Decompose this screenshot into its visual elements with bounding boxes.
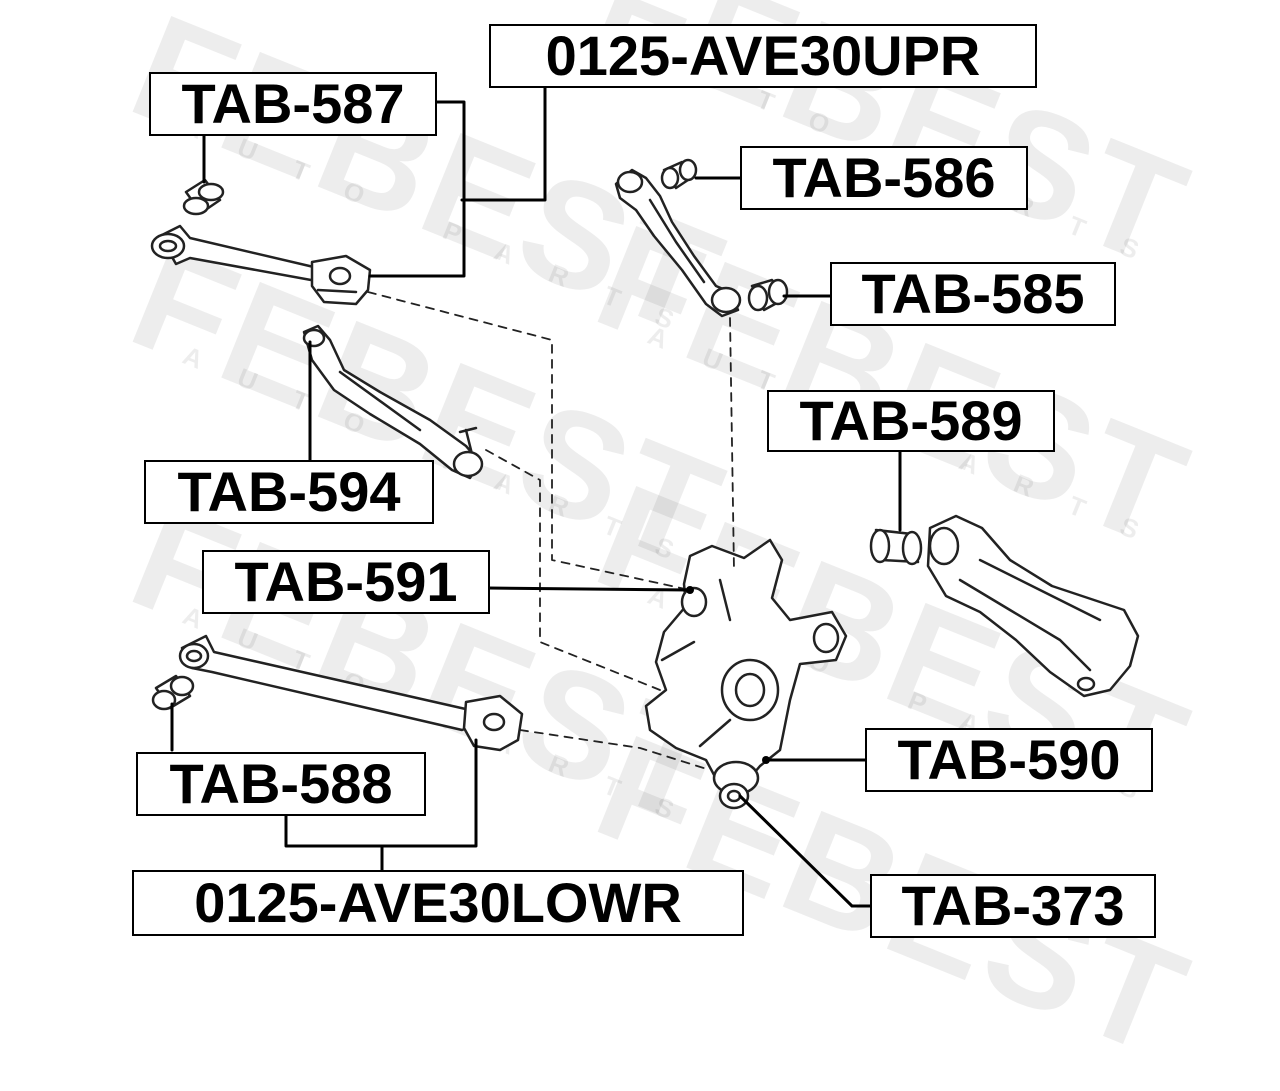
leader-dots [686,586,770,764]
steering-knuckle [644,538,848,796]
assembly-guides [367,291,735,771]
bushing-tab-585 [747,278,789,312]
lower-control-arm [178,634,524,752]
label-tab-373: TAB-373 [870,874,1156,938]
label-tab-586: TAB-586 [740,146,1028,210]
diagram-canvas: FEBEST AUTO PARTS FEBEST AUTO PARTS FEBE… [111,0,1210,1088]
bushing-tab-586 [660,158,698,190]
upper-camber-arm [614,168,742,318]
label-tab-585: TAB-585 [830,262,1116,326]
trailing-arm [926,514,1140,698]
label-tab-591: TAB-591 [202,550,490,614]
label-tab-589: TAB-589 [767,390,1055,452]
label-upper-arm: 0125-AVE30UPR [489,24,1037,88]
label-tab-588: TAB-588 [136,752,426,816]
bushing-tab-373 [718,782,750,810]
label-lower-arm: 0125-AVE30LOWR [132,870,744,936]
label-tab-587: TAB-587 [149,72,437,136]
leader-lines [170,84,902,908]
toe-control-arm [302,324,484,480]
upper-control-arm [150,224,372,306]
label-tab-590: TAB-590 [865,728,1153,792]
bushing-tab-588 [151,674,195,711]
label-tab-594: TAB-594 [144,460,434,524]
bushing-tab-589 [869,528,923,566]
parts-drawing [150,84,1140,908]
bushing-tab-587 [182,178,225,216]
